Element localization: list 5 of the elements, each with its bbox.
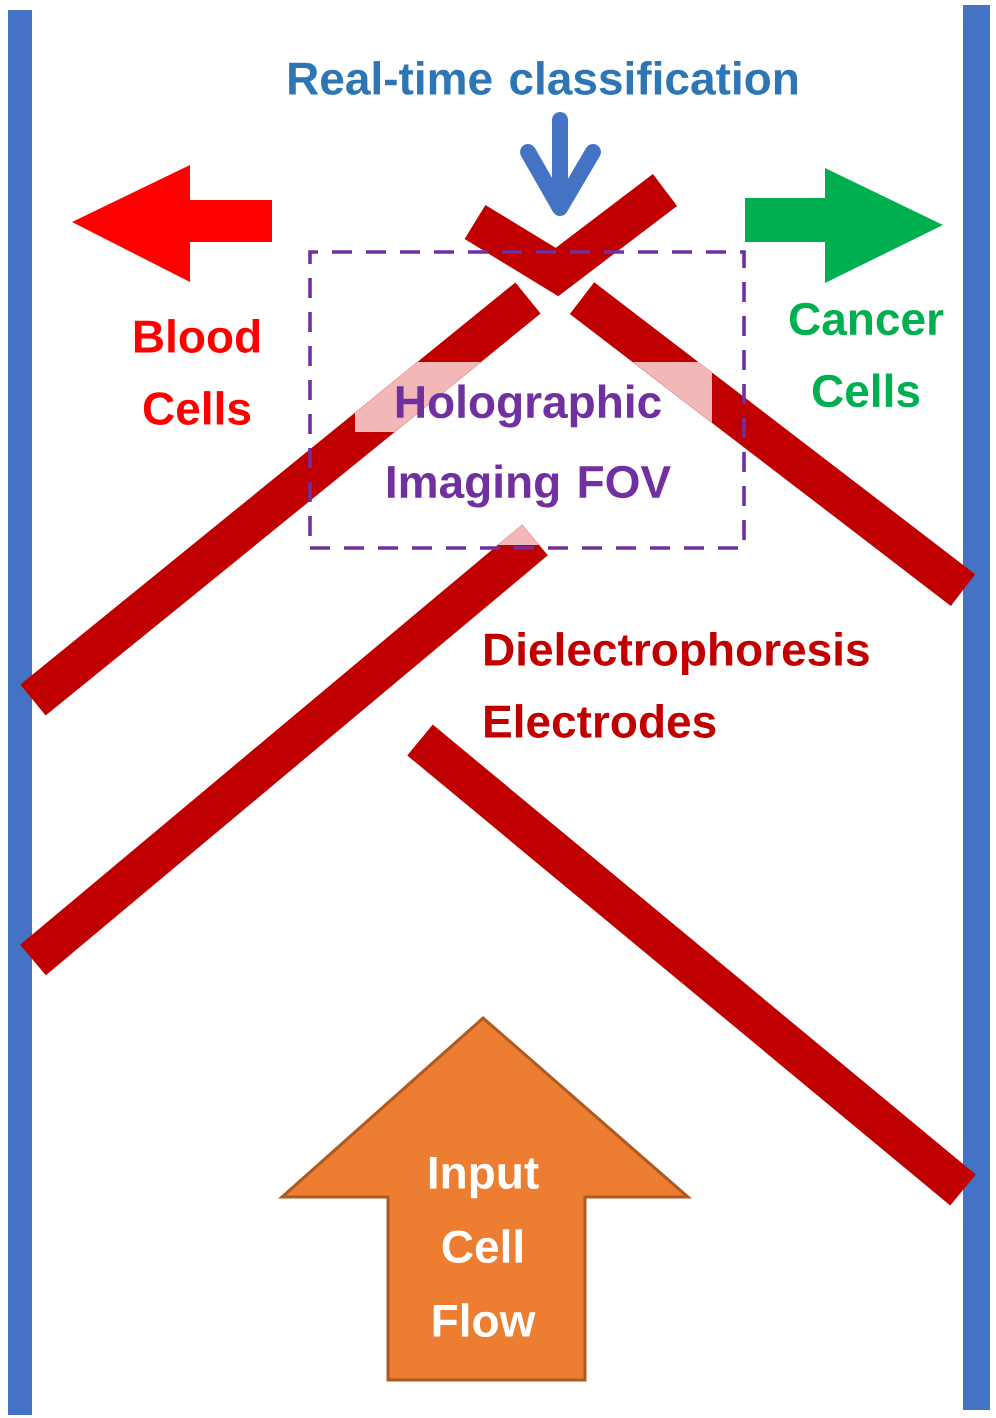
label-text: Blood Cells	[134, 319, 260, 425]
label-text: Real-time classification	[289, 61, 798, 95]
imaging-field-box: Holographic Imaging FOV	[308, 250, 746, 550]
label-text: Dielectrophoresis Electrodes	[485, 632, 869, 738]
label-text: Cancer Cells	[789, 302, 944, 408]
